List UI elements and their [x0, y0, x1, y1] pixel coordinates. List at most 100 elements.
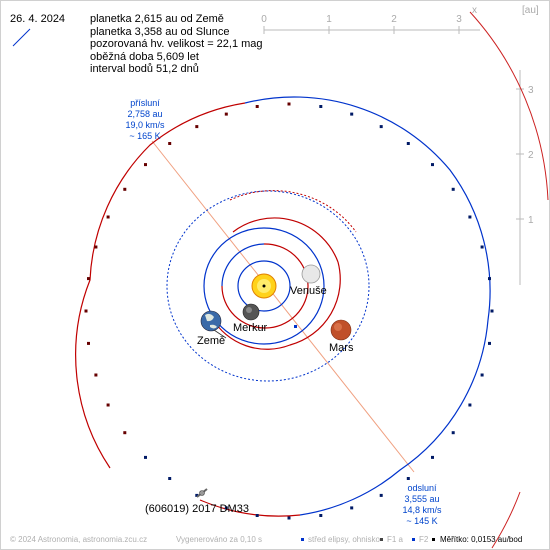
earth-asteroid-line — [213, 329, 227, 339]
y-tick-label-2: 2 — [528, 150, 534, 161]
orbit-dot — [224, 112, 228, 116]
x-tick-label-3: 3 — [456, 14, 462, 25]
aphelion-temp: ~ 145 K — [406, 516, 437, 526]
orbit-dot — [94, 245, 98, 249]
orbit-dot — [106, 403, 110, 407]
mercury-orbit — [237, 260, 291, 312]
asteroid-near-path-red-2 — [211, 261, 341, 350]
footer-scale: Měřítko: 0,0153 au/bod — [440, 535, 523, 544]
perihelion-label: přísluní 2,758 au 19,0 km/s ~ 165 K — [125, 98, 165, 141]
orbit-dot — [123, 431, 127, 435]
mars-orbit-red-part — [229, 190, 357, 233]
orbit-dot — [287, 102, 291, 106]
orbit-interval-dots — [84, 102, 494, 520]
venus-orbit-red — [221, 243, 309, 329]
earth-label: Země — [197, 335, 225, 347]
x-axis-label: x — [472, 5, 477, 16]
asteroid-orbit-red-bottom — [199, 499, 301, 517]
orbit-dot — [168, 142, 172, 145]
y-tick-label-1: 1 — [528, 215, 534, 226]
orbit-dot — [94, 373, 98, 377]
asteroid-orbit-red — [75, 102, 246, 469]
outer-ellipse-arc-bottom — [491, 491, 521, 549]
x-tick-label-1: 1 — [326, 14, 332, 25]
x-tick-label-0: 0 — [261, 14, 267, 25]
perihelion-distance: 2,758 au — [127, 109, 162, 119]
orbit-dot — [287, 516, 291, 520]
mars — [330, 319, 352, 341]
orbit-dot — [195, 125, 199, 129]
orbit-dot — [319, 514, 323, 517]
aphelion-speed: 14,8 km/s — [402, 505, 442, 515]
date-label: 26. 4. 2024 — [10, 13, 66, 25]
direction-indicator — [12, 28, 31, 47]
venus — [301, 264, 321, 284]
mars-label: Mars — [329, 342, 354, 354]
orbit-dot — [350, 112, 354, 116]
footer-copyright: © 2024 Astronomia, astronomia.zcu.cz — [10, 535, 148, 544]
y-tick-label-3: 3 — [528, 85, 534, 96]
earth-clouds — [205, 313, 217, 329]
perihelion-title: přísluní — [130, 98, 160, 108]
orbit-dot — [255, 514, 259, 517]
footer-legend-f1: F1 a — [387, 535, 404, 544]
legend-scale-marker — [432, 538, 435, 541]
info-point-interval: interval bodů 51,2 dnů — [90, 63, 199, 75]
venus-orbit-blue — [221, 243, 265, 287]
earth — [200, 310, 222, 332]
earth-orbit — [203, 227, 325, 345]
asteroid-near-path-red — [232, 217, 339, 263]
apsis-line — [151, 140, 415, 473]
orbit-dot — [168, 477, 172, 480]
orbit-dot — [451, 431, 455, 435]
info-sun-distance: planetka 3,358 au od Slunce — [90, 25, 230, 38]
orbit-dot — [431, 163, 434, 167]
orbit-dot — [480, 245, 484, 249]
orbit-dot — [468, 215, 472, 219]
orbit-dot — [87, 341, 90, 345]
orbit-dot — [319, 105, 323, 108]
venus-label: Venuše — [290, 285, 327, 297]
info-panel: planetka 2,615 au od Země planetka 3,358… — [90, 13, 263, 76]
legend-f1-marker — [380, 538, 383, 541]
info-magnitude: pozorovaná hv. velikost = 22,1 mag — [90, 38, 263, 50]
perihelion-temp: ~ 165 K — [129, 131, 160, 141]
aphelion-label: odsluní 3,555 au 14,8 km/s ~ 145 K — [402, 483, 442, 526]
orbit-dot — [144, 163, 147, 167]
orbit-dot — [488, 277, 491, 281]
x-tick-label-2: 2 — [391, 14, 397, 25]
orbit-dot — [480, 373, 484, 377]
info-orbital-period: oběžná doba 5,609 let — [90, 50, 199, 63]
footer-generated: Vygenerováno za 0,10 s — [176, 535, 262, 544]
orbit-dot — [431, 455, 434, 459]
info-earth-distance: planetka 2,615 au od Země — [90, 13, 224, 25]
orbit-dot — [490, 309, 494, 313]
orbit-dot — [123, 187, 127, 191]
orbit-dot — [255, 105, 259, 108]
asteroid-marker — [196, 488, 208, 498]
footer-legend-f2: F2 — [419, 535, 429, 544]
legend-center-marker — [301, 538, 304, 541]
orbit-dot — [84, 309, 88, 313]
orbit-dot — [87, 277, 90, 281]
orbit-dot — [195, 493, 199, 497]
orbit-dot — [379, 493, 383, 497]
mars-highlight — [334, 323, 342, 331]
orbit-dot — [406, 142, 410, 145]
mars-orbit — [166, 190, 370, 382]
aphelion-title: odsluní — [407, 483, 437, 493]
mercury-highlight — [246, 307, 252, 313]
outer-ellipse-arc-top — [469, 11, 549, 201]
sun-center-dot — [262, 284, 266, 288]
orbit-dot — [144, 455, 147, 459]
orbit-dot — [106, 215, 110, 219]
orbit-dot — [379, 125, 383, 129]
unit-label: [au] — [522, 5, 539, 16]
ellipse-center-marker — [294, 325, 297, 328]
orbit-dot — [350, 506, 354, 510]
asteroid-orbit-blue — [244, 96, 491, 516]
orbit-dot — [224, 506, 228, 510]
aphelion-distance: 3,555 au — [404, 494, 439, 504]
orbit-dot — [488, 341, 491, 345]
